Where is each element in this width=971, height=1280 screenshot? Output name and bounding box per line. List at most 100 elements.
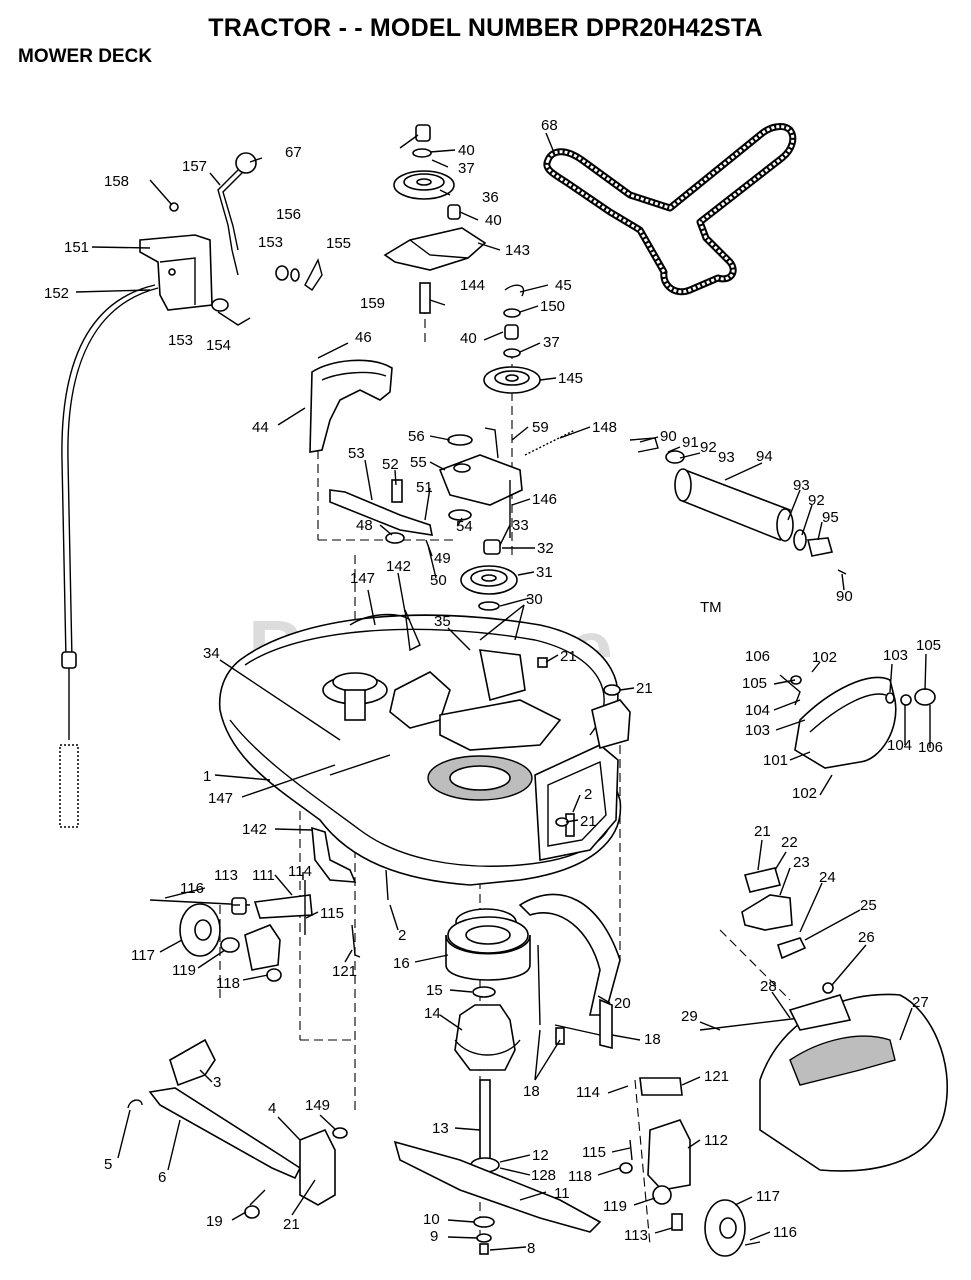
callout-94: 94 — [756, 448, 773, 465]
front-wheel-assembly-left — [149, 826, 389, 982]
idler-arm-assembly — [329, 427, 576, 544]
callout-149: 149 — [305, 1097, 330, 1114]
callout-95: 95 — [822, 509, 839, 526]
callout-19: 19 — [206, 1213, 223, 1230]
callout-36: 36 — [482, 189, 499, 206]
blade-spindle-assembly — [393, 908, 602, 1255]
callout-145: 145 — [558, 370, 583, 387]
callout-15: 15 — [426, 982, 443, 999]
callout-157: 157 — [182, 158, 207, 175]
callout-44: 44 — [252, 419, 269, 436]
callout-24: 24 — [819, 869, 836, 886]
page-title: TRACTOR - - MODEL NUMBER DPR20H42STA — [208, 14, 763, 42]
callout-148: 148 — [592, 419, 617, 436]
callout-54: 54 — [456, 518, 473, 535]
callout-102-b: 102 — [792, 785, 817, 802]
callout-25: 25 — [860, 897, 877, 914]
callout-1: 1 — [203, 768, 211, 785]
callout-115: 115 — [320, 905, 344, 922]
callout-104-b: 104 — [887, 737, 912, 754]
callout-151: 151 — [64, 239, 89, 256]
callout-68: 68 — [541, 117, 558, 134]
callout-119: 119 — [172, 962, 196, 979]
callout-49: 49 — [434, 550, 451, 567]
belt-guard — [309, 359, 393, 453]
callout-37: 37 — [458, 160, 475, 177]
callout-31: 31 — [536, 564, 553, 581]
callout-2-b: 2 — [398, 927, 406, 944]
callout-13: 13 — [432, 1120, 449, 1137]
callout-142: 142 — [386, 558, 411, 575]
callout-112: 112 — [704, 1132, 728, 1149]
callout-53: 53 — [348, 445, 365, 462]
callout-40-c: 40 — [460, 330, 477, 347]
callout-150: 150 — [540, 298, 565, 315]
callout-51: 51 — [416, 479, 433, 496]
section-label: MOWER DECK — [18, 46, 153, 67]
callout-2: 2 — [584, 786, 592, 803]
callout-12: 12 — [532, 1147, 549, 1164]
deck-support-bar — [127, 1038, 348, 1219]
callout-11: 11 — [554, 1185, 570, 1202]
mower-deck-housing — [218, 609, 622, 886]
callout-93-b: 93 — [793, 477, 810, 494]
callout-114: 114 — [288, 863, 312, 880]
rear-wheel-assembly-right — [619, 1077, 761, 1257]
callout-158: 158 — [104, 173, 129, 190]
callout-14: 14 — [424, 1005, 441, 1022]
callout-52: 52 — [382, 456, 399, 473]
callout-90-b: 90 — [836, 588, 853, 605]
callout-48: 48 — [356, 517, 373, 534]
callout-20: 20 — [614, 995, 631, 1012]
callout-46: 46 — [355, 329, 372, 346]
callout-113: 113 — [214, 867, 238, 884]
callout-101: 101 — [763, 752, 788, 769]
callout-40-b: 40 — [485, 212, 502, 229]
callout-26: 26 — [858, 929, 875, 946]
callout-147: 147 — [350, 570, 375, 587]
callout-155: 155 — [326, 235, 351, 252]
deflector-shield — [779, 674, 936, 769]
callout-5: 5 — [104, 1156, 112, 1173]
callout-91: 91 — [682, 434, 699, 451]
deck-lift-handle-assembly — [59, 152, 323, 828]
callout-45: 45 — [555, 277, 572, 294]
callout-4: 4 — [268, 1100, 276, 1117]
part-callouts: 67 157 158 156 153 155 151 152 153 154 4… — [44, 117, 943, 1257]
idler-pulley-bracket — [383, 124, 487, 314]
callout-59: 59 — [532, 419, 549, 436]
callout-67: 67 — [285, 144, 302, 161]
callout-159: 159 — [360, 295, 385, 312]
callout-116: 116 — [180, 880, 204, 897]
callout-35: 35 — [434, 613, 451, 630]
callout-121-b: 121 — [704, 1068, 729, 1085]
callout-90: 90 — [660, 428, 677, 445]
callout-18-b: 18 — [523, 1083, 540, 1100]
callout-40: 40 — [458, 142, 475, 159]
callout-8: 8 — [527, 1240, 535, 1257]
discharge-baffle — [518, 893, 621, 1050]
callout-116-b: 116 — [773, 1224, 797, 1241]
callout-21-e: 21 — [283, 1216, 300, 1233]
callout-142-b: 142 — [242, 821, 267, 838]
callout-92-b: 92 — [808, 492, 825, 509]
callout-18: 18 — [644, 1031, 661, 1048]
callout-111: 111 — [252, 867, 275, 884]
callout-6: 6 — [158, 1169, 166, 1186]
callout-154: 154 — [206, 337, 231, 354]
callout-119-b: 119 — [603, 1198, 627, 1215]
tension-roller — [629, 437, 847, 575]
callout-27: 27 — [912, 994, 929, 1011]
callout-37-b: 37 — [543, 334, 560, 351]
callout-117-b: 117 — [756, 1188, 780, 1205]
rear-hitch-assembly — [699, 867, 949, 1172]
callout-153: 153 — [258, 234, 283, 251]
callout-9: 9 — [430, 1228, 438, 1245]
callout-30: 30 — [526, 591, 543, 608]
callout-113-b: 113 — [624, 1227, 648, 1244]
callout-153-lower: 153 — [168, 332, 193, 349]
callout-22: 22 — [781, 834, 798, 851]
callout-104: 104 — [745, 702, 770, 719]
spindle-pulley-stack — [460, 539, 518, 611]
